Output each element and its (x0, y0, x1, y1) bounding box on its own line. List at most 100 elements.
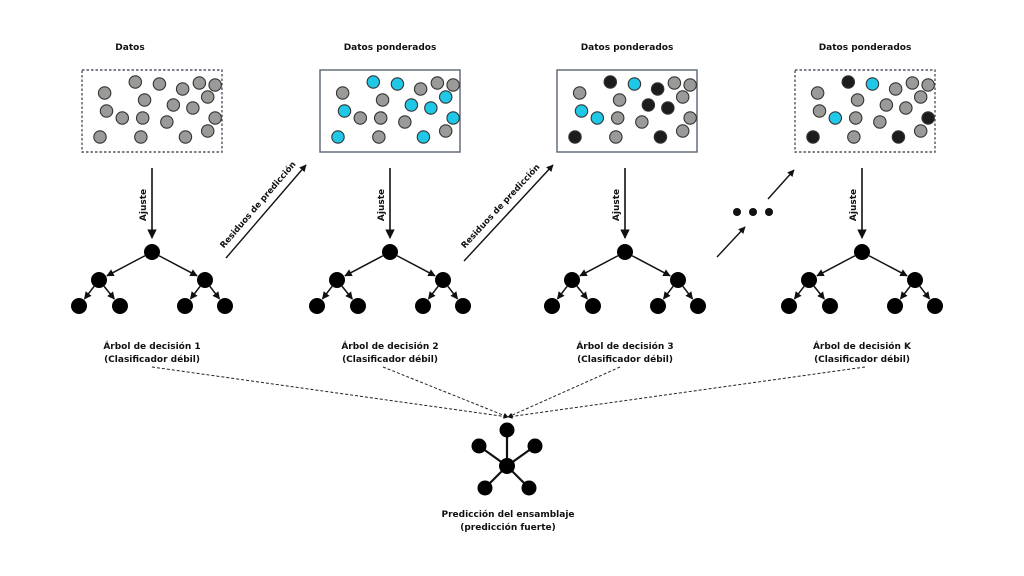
data-point (93, 130, 107, 144)
data-point (366, 75, 381, 89)
ellipsis-dot (733, 208, 741, 216)
continuation-arrow-out (767, 169, 795, 200)
data-point (650, 82, 665, 96)
tree-leaf-node (887, 298, 903, 314)
tree-edge (682, 285, 694, 300)
tree-leaf-node (71, 298, 87, 314)
tree-root-node (617, 244, 633, 260)
tree-leaf-node (217, 298, 233, 314)
aggregation-arrow (151, 366, 509, 419)
data-point (899, 101, 913, 115)
tree-leaf-node (690, 298, 706, 314)
data-point (335, 86, 350, 100)
data-point (398, 115, 412, 129)
data-point (891, 130, 906, 144)
data-point (404, 98, 419, 112)
ellipsis-dot (765, 208, 773, 216)
data-point (97, 86, 112, 100)
data-point (873, 115, 887, 129)
data-point (178, 130, 193, 144)
tree-edge (103, 285, 115, 300)
data-point (372, 130, 386, 144)
tree-edge (556, 285, 568, 300)
data-point (641, 98, 656, 112)
residuals-arrow (463, 164, 554, 262)
tree-leaf-node (309, 298, 325, 314)
data-label: Datos ponderados (344, 43, 437, 53)
data-point (653, 130, 668, 144)
transition-2: Residuos de predicción (459, 162, 554, 262)
tree-edge (83, 285, 95, 300)
tree-leaf-node (350, 298, 366, 314)
data-point (128, 75, 143, 89)
data-point (850, 93, 865, 107)
data-point (353, 111, 368, 125)
data-point (828, 111, 843, 125)
data-label: Datos ponderados (819, 43, 912, 53)
data-point (375, 93, 390, 107)
data-point (610, 111, 625, 125)
data-point (208, 111, 222, 125)
data-point (806, 130, 820, 144)
continuation-arrow-in (716, 226, 746, 258)
data-point (683, 78, 697, 92)
fit-label: Ajuste (139, 189, 149, 221)
tree-label: Árbol de decisión 2 (341, 340, 438, 352)
data-point (152, 77, 167, 91)
ensemble-node (521, 480, 537, 496)
tree-root-node (854, 244, 870, 260)
tree-edge (576, 285, 588, 300)
tree-sublabel: (Clasificador débil) (342, 354, 438, 365)
data-label: Datos ponderados (581, 43, 674, 53)
tree-edge (447, 285, 459, 300)
transition-3 (716, 169, 795, 258)
tree-node (197, 272, 213, 288)
data-point (675, 90, 690, 104)
tree-label: Árbol de decisión 1 (103, 340, 200, 352)
ensemble-label: Predicción del ensamblaje (441, 509, 574, 520)
data-point (413, 82, 428, 96)
data-point (438, 90, 453, 104)
tree-leaf-node (455, 298, 471, 314)
data-point (175, 82, 190, 96)
transition-1: Residuos de predicción (218, 159, 307, 259)
data-point (812, 104, 827, 118)
data-point (810, 86, 825, 100)
tree-edge (899, 285, 911, 300)
data-point (424, 101, 438, 115)
ensemble-center-node (499, 458, 515, 474)
ensemble-node (527, 438, 543, 454)
data-point (192, 76, 207, 90)
data-point (913, 124, 928, 138)
tree-leaf-node (415, 298, 431, 314)
data-point (373, 111, 388, 125)
tree-sublabel: (Clasificador débil) (577, 354, 673, 365)
tree-edge (209, 285, 221, 300)
ensemble-node (477, 480, 493, 496)
ensemble-star-graph (471, 422, 543, 496)
tree-edge (579, 255, 619, 277)
data-label: Datos (115, 43, 144, 53)
tree-node (801, 272, 817, 288)
tree-edge (344, 255, 384, 277)
data-point (331, 130, 345, 144)
residuals-arrow (225, 164, 307, 259)
data-point (446, 111, 460, 125)
tree-edge (631, 255, 671, 277)
data-point (603, 75, 618, 89)
tree-leaf-node (544, 298, 560, 314)
tree-edge (158, 255, 198, 277)
data-point (337, 104, 352, 118)
data-point (921, 111, 935, 125)
data-point (390, 77, 405, 91)
tree-leaf-node (781, 298, 797, 314)
tree-edge (106, 255, 146, 277)
data-point (612, 93, 627, 107)
tree-edge (868, 255, 908, 277)
tree-node (670, 272, 686, 288)
tree-leaf-node (650, 298, 666, 314)
ensemble-node (499, 422, 515, 438)
residuals-label: Residuos de predicción (459, 162, 543, 251)
